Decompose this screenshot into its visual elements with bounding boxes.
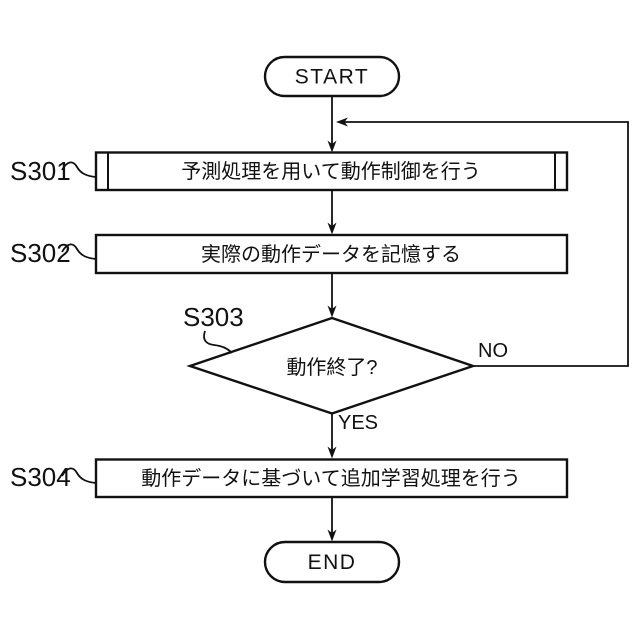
s304-text: 動作データに基づいて追加学習処理を行う	[141, 467, 520, 490]
arrowhead-no-loop	[336, 117, 348, 127]
arrowhead-into-s304	[327, 446, 337, 459]
s301-text: 予測処理を用いて動作制御を行う	[181, 160, 480, 183]
s303-diamond	[186, 316, 477, 415]
start-label: START	[295, 66, 369, 89]
edge-no-loop	[340, 121, 629, 367]
arrowhead-into-s303	[327, 305, 337, 318]
no-branch-label: NO	[478, 340, 508, 362]
yes-branch-label: YES	[338, 412, 378, 434]
s303-text: 動作終了?	[286, 356, 377, 379]
s301-step-label: S301	[10, 156, 71, 186]
s304-leader-squiggle	[61, 467, 97, 484]
arrowhead-into-s301	[327, 140, 337, 153]
s302-leader-squiggle	[61, 243, 97, 260]
s304-step-label: S304	[10, 462, 71, 492]
arrowhead-into-end	[327, 529, 337, 542]
s303-step-label: S303	[183, 302, 244, 332]
s304-box	[94, 458, 569, 499]
s301-leader-squiggle	[61, 161, 97, 178]
end-terminal	[263, 540, 401, 584]
end-label: END	[308, 551, 357, 574]
s303-leader-squiggle	[203, 330, 233, 354]
s302-text: 実際の動作データを記憶する	[201, 243, 461, 266]
s301-box	[94, 151, 569, 192]
s302-box	[94, 233, 569, 275]
s302-step-label: S302	[10, 238, 71, 268]
arrowhead-into-s302	[327, 222, 337, 235]
start-terminal	[263, 55, 401, 98]
